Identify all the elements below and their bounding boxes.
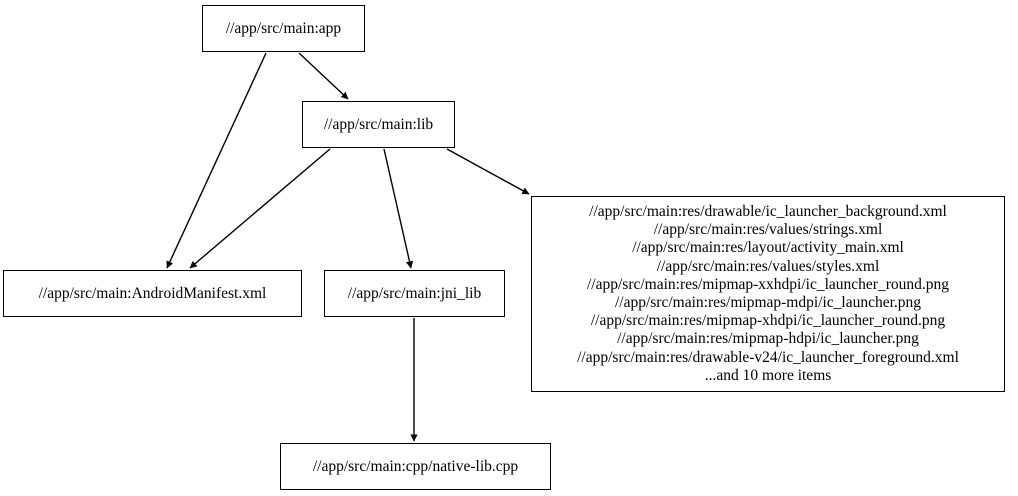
graph-node-app-label: //app/src/main:app [225, 19, 342, 37]
graph-node-res-group-label: //app/src/main:res/drawable/ic_launcher_… [577, 202, 959, 384]
edge-app-to-androidmanifest [166, 52, 267, 269]
graph-node-native-lib[interactable]: //app/src/main:cpp/native-lib.cpp [280, 443, 551, 490]
edge-app-to-lib [298, 52, 349, 100]
graph-node-lib-label: //app/src/main:lib [323, 115, 434, 133]
graph-node-android-manifest-label: //app/src/main:AndroidManifest.xml [38, 284, 267, 302]
graph-node-res-group[interactable]: //app/src/main:res/drawable/ic_launcher_… [531, 196, 1005, 392]
edge-lib-to-androidmanifest [189, 148, 331, 269]
graph-node-lib[interactable]: //app/src/main:lib [302, 101, 455, 148]
graph-node-jni-lib-label: //app/src/main:jni_lib [347, 284, 482, 302]
graph-node-native-lib-label: //app/src/main:cpp/native-lib.cpp [312, 457, 519, 475]
edge-lib-to-res-group [446, 148, 530, 195]
graph-node-android-manifest[interactable]: //app/src/main:AndroidManifest.xml [3, 270, 302, 317]
graph-node-jni-lib[interactable]: //app/src/main:jni_lib [324, 270, 505, 317]
graph-node-app[interactable]: //app/src/main:app [202, 5, 365, 52]
edge-lib-to-jni-lib [383, 148, 414, 269]
